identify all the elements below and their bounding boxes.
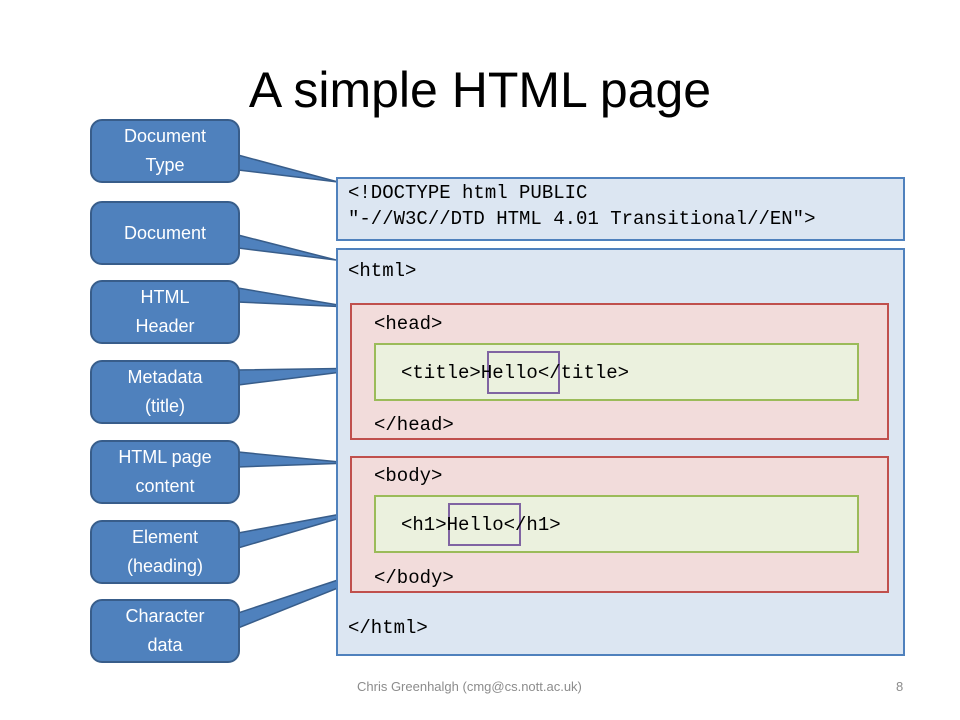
head-close-tag: </head> — [374, 414, 454, 436]
connector-html-header — [237, 287, 351, 308]
callout-metadata-title: Metadata (title) — [90, 360, 240, 424]
callout-document: Document — [90, 201, 240, 265]
h1-open-tag: <h1> — [401, 514, 447, 536]
footer-author: Chris Greenhalgh (cmg@cs.nott.ac.uk) — [357, 679, 582, 694]
h1-character-data: Hello — [446, 514, 504, 536]
callout-html-page-content: HTML page content — [90, 440, 240, 504]
title-close-tag: </title> — [537, 362, 630, 384]
title-character-data: Hello — [480, 362, 538, 384]
callout-character-data: Character data — [90, 599, 240, 663]
html-close-tag: </html> — [348, 617, 428, 639]
callout-element-heading: Element (heading) — [90, 520, 240, 584]
body-open-tag: <body> — [374, 465, 443, 487]
connector-document-type — [237, 154, 339, 183]
html-open-tag: <html> — [348, 260, 417, 282]
title-text-highlight — [487, 351, 560, 394]
h1-text-highlight — [448, 503, 521, 546]
callout-document-type: Document Type — [90, 119, 240, 183]
body-close-tag: </body> — [374, 567, 454, 589]
doctype-line-1: <!DOCTYPE html PUBLIC — [348, 182, 588, 204]
h1-close-tag: </h1> — [503, 514, 561, 536]
doctype-line-2: "-//W3C//DTD HTML 4.01 Transitional//EN"… — [348, 208, 816, 230]
connector-html-page-content — [237, 451, 351, 468]
title-element-line: <title>Hello</title> — [401, 360, 629, 386]
title-element-box — [374, 343, 859, 401]
callout-html-header: HTML Header — [90, 280, 240, 344]
page-number: 8 — [896, 679, 904, 694]
head-open-tag: <head> — [374, 313, 443, 335]
doctype-box — [336, 177, 905, 241]
connector-document — [237, 234, 337, 261]
title-open-tag: <title> — [401, 362, 481, 384]
slide-title: A simple HTML page — [248, 62, 712, 118]
h1-element-line: <h1>Hello</h1> — [401, 512, 561, 538]
